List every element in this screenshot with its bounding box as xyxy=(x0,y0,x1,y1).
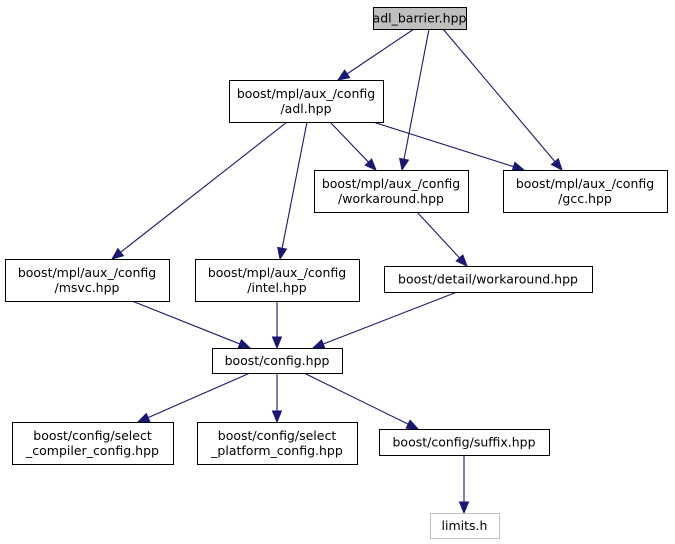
node-select-platform[interactable]: boost/config/select_platform_config.hpp xyxy=(197,422,358,465)
edge-adl-to-gcc xyxy=(372,121,526,172)
arrowhead-icon xyxy=(455,253,468,267)
nodes-layer: adl_barrier.hpp boost/mpl/aux_/config/adl… xyxy=(5,7,668,539)
edge-line xyxy=(131,300,240,345)
node-box xyxy=(379,429,550,456)
arrowhead-icon xyxy=(110,247,125,260)
edge-adl-to-workaround_mpl xyxy=(329,121,377,171)
edge-line xyxy=(281,121,308,249)
edge-line xyxy=(346,28,415,75)
node-box xyxy=(229,80,384,123)
edge-config-to-select_compiler xyxy=(136,372,251,423)
edge-line xyxy=(147,372,251,419)
node-box xyxy=(12,422,174,465)
node-label: boost/mpl/aux_/config xyxy=(322,176,460,191)
node-label: /intel.hpp xyxy=(247,280,307,295)
edge-config-to-select_platform xyxy=(271,373,283,424)
edge-line xyxy=(323,291,458,345)
node-msvc[interactable]: boost/mpl/aux_/config/msvc.hpp xyxy=(5,259,170,302)
node-box xyxy=(384,266,593,293)
node-detail-workaround[interactable]: boost/detail/workaround.hpp xyxy=(384,266,593,293)
node-label: /gcc.hpp xyxy=(558,191,612,206)
edge-line xyxy=(329,121,369,163)
arrowhead-icon xyxy=(399,157,410,172)
node-box xyxy=(212,348,343,374)
node-box xyxy=(314,170,469,213)
arrowhead-icon xyxy=(511,161,526,172)
node-config[interactable]: boost/config.hpp xyxy=(212,348,343,374)
edge-line xyxy=(372,121,514,168)
node-intel[interactable]: boost/mpl/aux_/config/intel.hpp xyxy=(195,259,360,302)
node-box xyxy=(503,170,668,213)
node-label: boost/mpl/aux_/config xyxy=(208,265,346,280)
node-suffix[interactable]: boost/config/suffix.hpp xyxy=(379,429,550,456)
node-label: adl_barrier.hpp xyxy=(373,11,467,26)
arrowhead-icon xyxy=(136,412,151,423)
node-box xyxy=(430,513,500,539)
arrowhead-icon xyxy=(458,501,470,515)
node-box xyxy=(197,422,358,465)
arrowhead-icon xyxy=(550,157,563,172)
arrowhead-icon xyxy=(364,158,377,171)
edge-adl-to-msvc xyxy=(110,121,288,260)
edge-line xyxy=(416,211,460,259)
edge-config-to-suffix xyxy=(303,372,420,430)
arrowhead-icon xyxy=(271,336,283,350)
edge-adl-to-intel xyxy=(277,121,308,261)
node-label: boost/config.hpp xyxy=(225,353,330,368)
edge-line xyxy=(120,121,288,253)
edge-workaround_mpl-to-detail_workaround xyxy=(416,211,468,267)
edge-suffix-to-limits xyxy=(458,455,470,515)
node-label: boost/mpl/aux_/config xyxy=(516,176,654,191)
node-label: /adl.hpp xyxy=(280,101,331,116)
node-label: _compiler_config.hpp xyxy=(25,443,159,458)
arrowhead-icon xyxy=(311,338,326,349)
arrowhead-icon xyxy=(271,410,283,424)
node-label: _platform_config.hpp xyxy=(210,443,343,458)
arrowhead-icon xyxy=(277,246,288,261)
edge-adl_barrier-to-adl xyxy=(336,28,415,81)
edge-intel-to-config xyxy=(271,301,283,350)
node-adl[interactable]: boost/mpl/aux_/config/adl.hpp xyxy=(229,80,384,123)
node-label: /msvc.hpp xyxy=(55,280,120,295)
node-box xyxy=(373,7,467,30)
edge-line xyxy=(303,372,409,425)
node-label: boost/config/select xyxy=(218,428,337,443)
node-gcc[interactable]: boost/mpl/aux_/config/gcc.hpp xyxy=(503,170,668,213)
node-label: boost/detail/workaround.hpp xyxy=(398,272,578,287)
node-limits: limits.h xyxy=(430,513,500,539)
node-workaround-mpl[interactable]: boost/mpl/aux_/config/workaround.hpp xyxy=(314,170,469,213)
node-adl-barrier[interactable]: adl_barrier.hpp xyxy=(373,7,467,30)
node-label: boost/config/suffix.hpp xyxy=(393,435,536,450)
node-label: boost/mpl/aux_/config xyxy=(18,265,156,280)
node-label: limits.h xyxy=(442,518,488,533)
node-box xyxy=(195,259,360,302)
arrowhead-icon xyxy=(237,338,252,349)
node-label: boost/config/select xyxy=(33,428,152,443)
edge-msvc-to-config xyxy=(131,300,252,349)
arrowhead-icon xyxy=(405,419,420,430)
node-label: boost/mpl/aux_/config xyxy=(237,86,375,101)
node-label: /workaround.hpp xyxy=(338,191,444,206)
edge-line xyxy=(403,28,430,160)
edge-line xyxy=(442,28,556,162)
edge-adl_barrier-to-gcc xyxy=(442,28,563,172)
edge-adl_barrier-to-workaround_mpl xyxy=(399,28,430,172)
arrowhead-icon xyxy=(336,69,351,81)
edges-layer xyxy=(110,28,563,515)
node-box xyxy=(5,259,170,302)
node-select-compiler[interactable]: boost/config/select_compiler_config.hpp xyxy=(12,422,174,465)
